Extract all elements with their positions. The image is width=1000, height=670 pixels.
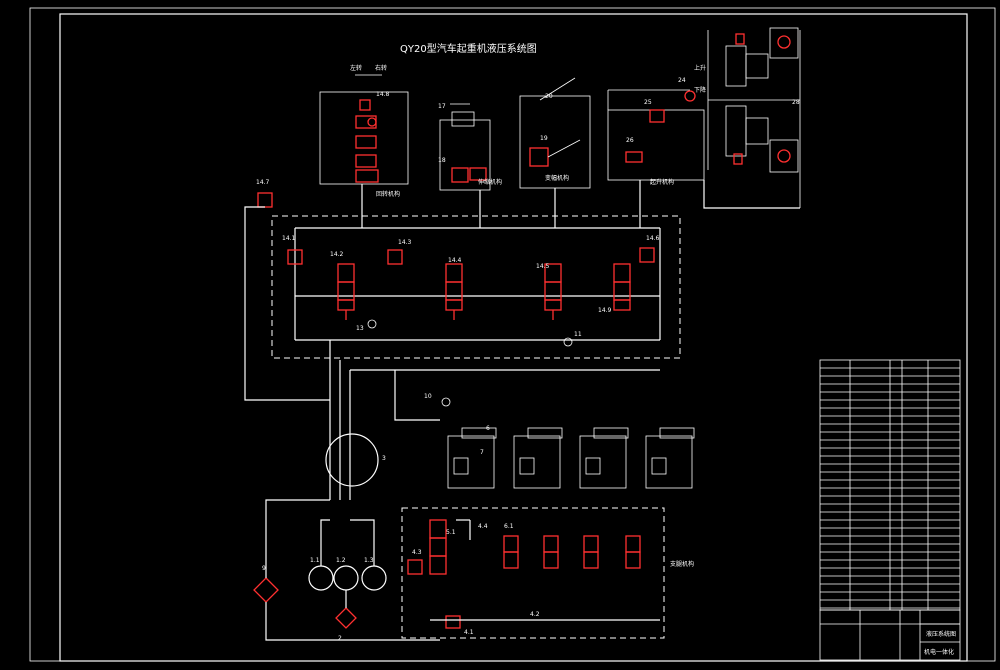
caption-slew: 回转机构 — [376, 190, 400, 198]
label-21-4: 14.8 — [376, 91, 390, 98]
label-1-1: 1.1 — [310, 557, 320, 564]
title-block-school: 机电一体化 — [924, 648, 954, 656]
label-24: 24 — [678, 77, 686, 84]
arrow-right-label: 右转 — [375, 64, 387, 72]
label-17: 17 — [438, 103, 446, 110]
label-14-3: 14.3 — [398, 239, 412, 246]
directional-valve-14-1 — [337, 263, 355, 320]
telescope-mechanism-box — [439, 119, 491, 191]
label-10: 10 — [424, 393, 432, 400]
label-19: 19 — [540, 135, 548, 142]
telescope-valve — [451, 167, 487, 183]
outrigger-relief-4-1 — [445, 615, 461, 629]
label-20: 20 — [545, 93, 553, 100]
oil-filter — [335, 607, 357, 629]
label-14-6: 14.6 — [646, 235, 660, 242]
label-5-1: 5.1 — [446, 529, 456, 536]
relief-valve-16 — [257, 192, 273, 208]
title-block-name: 液压系统图 — [926, 630, 956, 638]
label-28: 28 — [792, 99, 800, 106]
directional-valve-14-3 — [544, 263, 562, 320]
winch-valve-2 — [649, 109, 665, 123]
pressure-gauge-13 — [367, 319, 377, 329]
pump-1-2 — [333, 565, 359, 591]
caption-luff: 变幅机构 — [545, 174, 569, 182]
arrow-up-label: 上升 — [694, 64, 706, 72]
arrow-left-label: 左转 — [350, 64, 362, 72]
outrigger-relief-4-3 — [407, 559, 423, 575]
relief-valves-main — [287, 247, 655, 265]
slew-mechanism-box — [319, 91, 409, 185]
label-4-4: 4.4 — [478, 523, 488, 530]
outrigger-cylinders — [447, 427, 695, 489]
pump-1-1 — [308, 565, 334, 591]
label-7: 7 — [480, 449, 484, 456]
oil-cooler — [253, 577, 279, 603]
label-4-2: 4.2 — [530, 611, 540, 618]
label-14-4: 14.4 — [448, 257, 462, 264]
label-3: 3 — [382, 455, 386, 462]
arrow-down-label: 下降 — [694, 86, 706, 94]
label-16: 14.7 — [256, 179, 270, 186]
outrigger-main-valve — [429, 519, 447, 575]
label-14-9: 14.9 — [598, 307, 612, 314]
label-13: 13 — [356, 325, 364, 332]
label-14-2: 14.2 — [330, 251, 344, 258]
inner-frame — [59, 13, 968, 662]
caption-telescope: 伸缩机构 — [478, 178, 502, 186]
winch-mechanism-box — [607, 109, 705, 181]
parts-list-table — [819, 359, 961, 611]
label-1-2: 1.2 — [336, 557, 346, 564]
diagram-title: QY20型汽车起重机液压系统图 — [400, 42, 537, 55]
label-6-1: 6.1 — [504, 523, 514, 530]
label-1-3: 1.3 — [364, 557, 374, 564]
winch-drum-top — [725, 27, 799, 87]
label-11: 11 — [574, 331, 582, 338]
directional-valve-14-4 — [613, 263, 631, 311]
title-block: 液压系统图 机电一体化 — [819, 609, 961, 661]
label-26: 26 — [626, 137, 634, 144]
outrigger-valves — [503, 535, 641, 569]
winch-drum-bottom — [725, 105, 799, 173]
label-2: 2 — [338, 635, 342, 642]
rotary-joint — [325, 433, 379, 487]
label-4-1: 4.1 — [464, 629, 474, 636]
label-25: 25 — [644, 99, 652, 106]
outrigger-valve-block — [401, 507, 665, 639]
label-14-5: 14.5 — [536, 263, 550, 270]
label-6: 6 — [486, 425, 490, 432]
main-valve-block — [271, 215, 681, 359]
label-9: 9 — [262, 565, 266, 572]
caption-winch: 起升机构 — [650, 178, 674, 186]
pressure-gauge-10 — [441, 397, 451, 407]
label-18: 18 — [438, 157, 446, 164]
winch-valve-3 — [625, 151, 643, 163]
slew-valves — [355, 99, 379, 183]
directional-valve-14-2 — [445, 263, 463, 320]
pump-1-3 — [361, 565, 387, 591]
label-14-1: 14.1 — [282, 235, 296, 242]
luff-valve — [529, 147, 549, 167]
pressure-gauge-11 — [563, 337, 573, 347]
winch-valve-1 — [684, 90, 696, 102]
caption-outrigger: 支腿机构 — [670, 560, 694, 568]
label-4-3: 4.3 — [412, 549, 422, 556]
